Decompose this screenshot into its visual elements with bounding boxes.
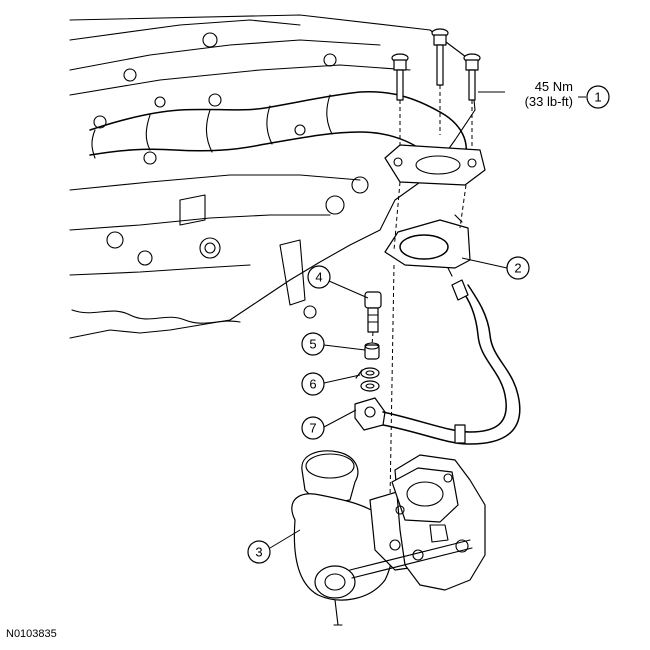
block-boss-1 xyxy=(106,231,124,249)
callout-3: 3 xyxy=(247,529,301,564)
manifold-stud-2 xyxy=(123,68,137,82)
sealing-washers xyxy=(355,367,380,392)
manifold-stud-8 xyxy=(323,53,337,67)
exhaust-manifold-top xyxy=(89,91,467,161)
bolt-middle xyxy=(431,28,449,86)
bolt-left xyxy=(391,53,409,101)
mount-bracket xyxy=(279,239,306,306)
turbo-gasket xyxy=(384,181,471,277)
manifold-stud-7 xyxy=(294,124,306,136)
block-boss-2 xyxy=(199,237,221,259)
wastegate-actuator xyxy=(314,565,356,599)
manifold-stud-5 xyxy=(154,96,166,108)
actuator-nipple xyxy=(333,599,343,626)
oil-pan-flange xyxy=(71,309,241,324)
turbo-centerline xyxy=(389,264,395,501)
callout-5: 5 xyxy=(301,332,366,356)
torque-spec-metric: 45 Nm xyxy=(535,79,573,94)
manifold-stud-1 xyxy=(93,115,107,129)
manifold-runner-4 xyxy=(266,105,273,145)
turbocharger xyxy=(291,450,486,626)
callout-7: 7 xyxy=(301,409,357,440)
engine-assembly xyxy=(69,14,476,339)
torque-spec-imperial: (33 lb-ft) xyxy=(525,94,573,109)
gasket-centerline-right xyxy=(459,184,467,229)
block-pad xyxy=(179,194,206,226)
valve-cover-edge xyxy=(69,19,301,41)
callout-number-7: 7 xyxy=(309,421,316,436)
callout-number-6: 6 xyxy=(309,377,316,392)
block-edge-3 xyxy=(69,264,251,276)
bolt-right xyxy=(463,53,481,101)
block-boss-6 xyxy=(303,305,317,319)
manifold-outlet-flange xyxy=(384,144,486,186)
actuator-rod xyxy=(349,539,473,579)
manifold-stud-4 xyxy=(208,93,222,107)
manifold-runner-2 xyxy=(145,114,151,151)
oil-tube-upper xyxy=(382,287,507,433)
callout-6: 6 xyxy=(301,372,361,396)
exhaust-manifold-bottom xyxy=(89,131,441,166)
tube-clip xyxy=(454,424,466,444)
block-edge-2 xyxy=(69,214,331,231)
gasket-centerline-left xyxy=(393,181,401,251)
block-boss-4 xyxy=(325,195,345,215)
manifold-runner-5 xyxy=(326,94,333,135)
valve-cover-edge-2 xyxy=(69,39,381,71)
callout-number-3: 3 xyxy=(255,545,262,560)
callout-number-2: 2 xyxy=(514,261,521,276)
banjo-fitting xyxy=(354,397,386,431)
block-edge-1 xyxy=(69,174,361,191)
callout-1: 45 Nm (33 lb-ft) 1 xyxy=(478,79,610,109)
gasket-seal-ring xyxy=(399,234,449,260)
figure-id: N0103835 xyxy=(6,628,57,640)
callout-number-5: 5 xyxy=(309,337,316,352)
turbine-inlet-flange xyxy=(391,467,459,523)
tube-end xyxy=(451,279,469,301)
sealing-sleeve xyxy=(364,342,380,360)
manifold-runner-1 xyxy=(91,129,96,159)
callout-number-1: 1 xyxy=(594,90,601,105)
callout-number-4: 4 xyxy=(315,270,322,285)
manifold-runner-3 xyxy=(205,109,213,153)
block-boss-2-inner xyxy=(204,242,216,254)
block-boss-3 xyxy=(137,250,153,266)
flange-bolts xyxy=(391,28,481,150)
callout-2: 2 xyxy=(461,256,530,280)
oil-supply-tube xyxy=(354,279,521,445)
manifold-stud-6 xyxy=(143,151,157,165)
manifold-stud-3 xyxy=(202,32,218,48)
callout-4: 4 xyxy=(307,265,369,299)
head-edge xyxy=(69,64,411,96)
block-boss-5 xyxy=(351,176,369,194)
oil-tube-lower xyxy=(382,284,521,445)
